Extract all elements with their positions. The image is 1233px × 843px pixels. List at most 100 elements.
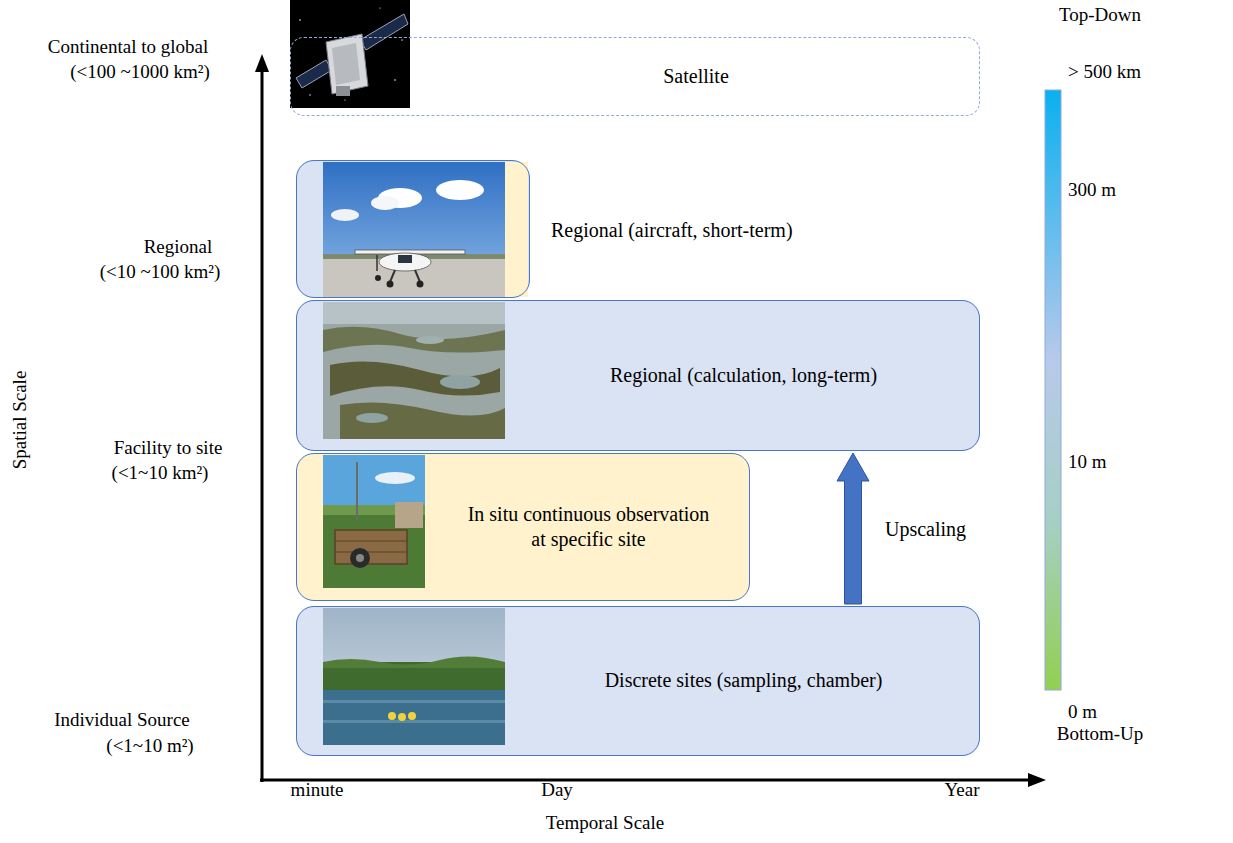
axis-label-text: Temporal Scale <box>546 812 664 833</box>
axis-label-text: (<1~10 m²) <box>106 735 193 756</box>
site-photo-part <box>335 551 407 552</box>
aircraft-photo-part <box>323 162 505 297</box>
axis-label: Year <box>944 779 979 802</box>
marsh-photo <box>323 302 505 439</box>
box-label: Discrete sites (sampling, chamber) <box>605 668 883 693</box>
satellite-photo-part <box>332 43 360 85</box>
text-holder: In situ continuous observation at specif… <box>426 454 751 599</box>
scale-color-bar <box>1045 90 1061 690</box>
satellite-photo-part <box>309 94 310 95</box>
satellite-photo-part <box>326 34 368 94</box>
wetland-photo-part <box>398 713 406 721</box>
axis-title: Spatial Scale <box>9 371 32 470</box>
satellite-photo-part <box>344 99 345 100</box>
marsh-photo-part <box>330 361 500 396</box>
marsh-photo-part <box>323 302 505 324</box>
axis-label: Individual Source <box>54 709 190 732</box>
text-holder: Satellite <box>411 38 981 114</box>
box-fill <box>296 300 980 451</box>
axis-label-text: Regional <box>144 236 213 257</box>
axis-label-text: Continental to global <box>48 36 208 57</box>
aircraft-photo-part-part <box>415 270 420 282</box>
wetland-photo-part <box>323 656 505 668</box>
marsh-photo-part <box>416 336 444 344</box>
axis-label: Facility to site <box>114 437 223 460</box>
axis-label-text: 0 m <box>1068 701 1097 722</box>
wetland-photo-part <box>323 608 505 745</box>
satellite-photo-part <box>290 0 410 108</box>
method-box: Regional (aircraft, short-term) <box>296 160 530 298</box>
axis-label-text: minute <box>291 779 344 800</box>
axis-label: > 500 km <box>1068 61 1141 84</box>
axis-label: minute <box>291 779 344 802</box>
axis-label: 0 m <box>1068 701 1097 724</box>
satellite-photo-part <box>394 79 396 81</box>
marsh-photo-part <box>340 402 505 439</box>
axis-label-text: (<1~10 km²) <box>112 462 209 483</box>
marsh-photo-part <box>323 302 505 439</box>
text-holder: Regional (aircraft, short-term) <box>551 161 793 299</box>
axis-title-text: Spatial Scale <box>9 371 30 470</box>
axis-label: (<100 ~1000 km²) <box>70 61 210 84</box>
wetland-photo-part <box>323 690 505 745</box>
aircraft-photo-part-part <box>375 275 381 281</box>
site-photo <box>323 455 425 588</box>
site-photo-part <box>356 462 358 520</box>
text-holder: Regional (calculation, long-term) <box>506 301 981 449</box>
site-photo-part <box>335 530 407 564</box>
axis-label: Temporal Scale <box>546 812 664 835</box>
axis-label-text: Individual Source <box>54 709 190 730</box>
satellite-photo <box>290 0 410 108</box>
axis-label: Continental to global <box>48 36 208 59</box>
dashed-box: Satellite <box>290 37 980 116</box>
axis-label: Regional <box>144 236 213 259</box>
axis-label-text: Year <box>944 779 979 800</box>
aircraft-photo-part <box>331 209 359 221</box>
axes <box>255 54 1046 787</box>
axis-label-text: Facility to site <box>114 437 223 458</box>
aircraft-photo-part-part <box>390 270 395 282</box>
axis-label: Day <box>541 779 573 802</box>
aircraft-photo-part-part <box>398 255 412 263</box>
aircraft-photo-part-part <box>376 255 378 271</box>
wetland-photo <box>323 608 505 745</box>
wetland-photo-part <box>323 700 505 703</box>
method-box: Discrete sites (sampling, chamber) <box>296 606 980 756</box>
axis-label: (<1~10 m²) <box>106 735 193 758</box>
satellite-photo-part <box>296 60 332 88</box>
satellite-photo-part <box>336 86 350 96</box>
aircraft-photo-part-part <box>387 281 394 288</box>
axis-label: 10 m <box>1068 451 1107 474</box>
axis-label-text: 300 m <box>1068 179 1116 200</box>
aircraft-photo-part-part <box>379 253 431 271</box>
arrow-label-holder: Upscaling <box>885 517 966 541</box>
axis-label-text: Day <box>541 779 573 800</box>
axis-label: (<10 ~100 km²) <box>100 261 221 284</box>
site-photo-part <box>323 455 425 588</box>
wetland-photo-part <box>388 712 396 720</box>
box-fill <box>296 453 750 601</box>
box-label: Regional (aircraft, short-term) <box>551 218 793 243</box>
box-label: In situ continuous observation at specif… <box>464 502 714 552</box>
axis-label-text: > 500 km <box>1068 61 1141 82</box>
axis-label: Top-Down <box>1059 4 1141 27</box>
aircraft-photo-part <box>371 196 399 210</box>
block-arrow <box>837 453 869 604</box>
arrow-label: Upscaling <box>885 518 966 540</box>
axis-label-text: Top-Down <box>1059 4 1141 25</box>
axes-part <box>1028 773 1046 787</box>
axis-label-text: Bottom-Up <box>1057 723 1144 744</box>
satellite-photo-part <box>360 14 408 50</box>
marsh-photo-part <box>323 327 505 353</box>
axis-label: (<1~10 km²) <box>112 462 209 485</box>
aircraft-photo-part <box>355 250 465 288</box>
axis-label: Bottom-Up <box>1057 723 1144 746</box>
axes-part <box>255 54 269 72</box>
aircraft-photo-part <box>505 162 528 297</box>
box-label: Regional (calculation, long-term) <box>610 363 877 388</box>
axes-part <box>260 779 1030 782</box>
site-photo-part <box>350 548 370 568</box>
wetland-photo-part <box>408 712 416 720</box>
satellite-photo-part <box>401 39 402 40</box>
